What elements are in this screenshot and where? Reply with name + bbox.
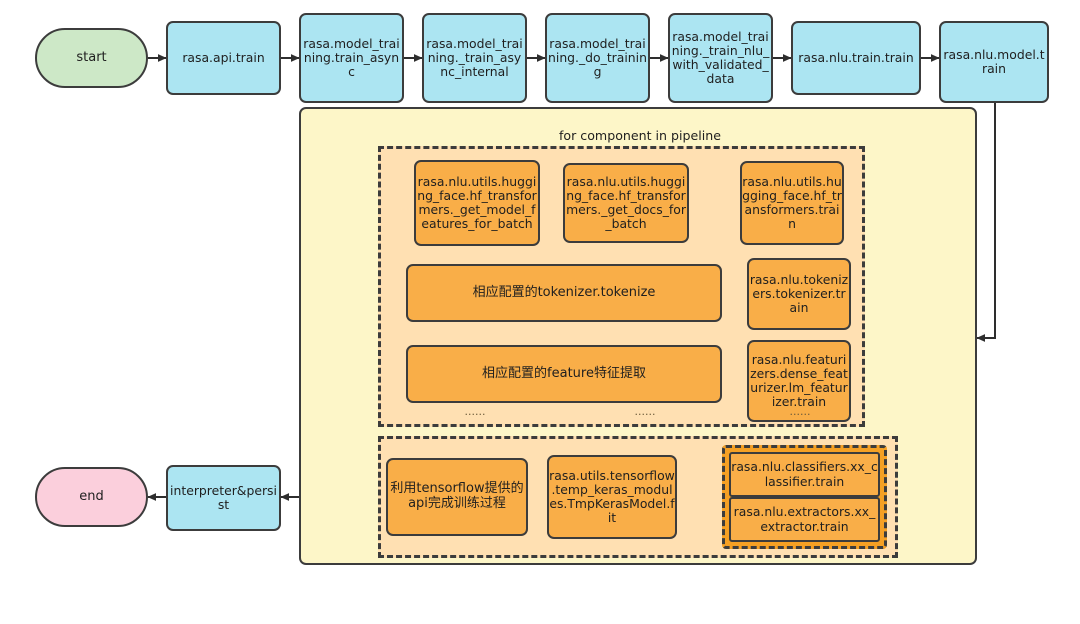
ellipsis-text: ...... bbox=[634, 405, 656, 418]
node-label: rasa.api.train bbox=[182, 49, 265, 65]
node-nlu-model-train[interactable]: rasa.nlu.model.train bbox=[939, 21, 1049, 103]
node-end[interactable]: end bbox=[35, 467, 148, 527]
node-label: rasa.model_training._train_nlu_with_vali… bbox=[671, 28, 770, 87]
edge-modeltrain-to-loop bbox=[976, 103, 996, 342]
node-xx-classifier-train[interactable]: rasa.nlu.classifiers.xx_classifier.train bbox=[729, 452, 880, 497]
ellipsis-text: ...... bbox=[789, 405, 811, 418]
node-start[interactable]: start bbox=[35, 28, 148, 88]
node-get-model-features-for-batch[interactable]: rasa.nlu.utils.hugging_face.hf_transform… bbox=[414, 160, 540, 246]
node-do-training[interactable]: rasa.model_training._do_training bbox=[545, 13, 650, 103]
node-label: 相应配置的tokenizer.tokenize bbox=[472, 284, 656, 300]
node-hf-transformers-train[interactable]: rasa.nlu.utils.hugging_face.hf_transform… bbox=[740, 161, 844, 245]
node-label: rasa.model_training._do_training bbox=[548, 35, 647, 80]
node-lm-featurizer-train[interactable]: rasa.nlu.featurizers.dense_featurizer.lm… bbox=[747, 340, 851, 422]
node-label: rasa.utils.tensorflow.temp_keras_modules… bbox=[549, 467, 675, 526]
node-tokenizer-tokenize-action[interactable]: 相应配置的tokenizer.tokenize bbox=[406, 264, 722, 322]
node-nlu-train-train[interactable]: rasa.nlu.train.train bbox=[791, 21, 921, 95]
node-label: rasa.nlu.extractors.xx_extractor.train bbox=[733, 504, 876, 534]
node-train-async[interactable]: rasa.model_training.train_async bbox=[299, 13, 404, 103]
node-tmp-keras-model-fit[interactable]: rasa.utils.tensorflow.temp_keras_modules… bbox=[547, 455, 677, 539]
node-get-docs-for-batch[interactable]: rasa.nlu.utils.hugging_face.hf_transform… bbox=[563, 163, 689, 243]
node-label: rasa.nlu.featurizers.dense_featurizer.lm… bbox=[750, 351, 848, 410]
node-label: rasa.nlu.classifiers.xx_classifier.train bbox=[731, 459, 878, 489]
node-interpreter-persist[interactable]: interpreter&persist bbox=[166, 465, 281, 531]
loop-label-line1: for component in pipeline bbox=[558, 127, 721, 143]
ellipsis-right: ...... bbox=[775, 405, 825, 418]
node-label: rasa.nlu.model.train bbox=[943, 46, 1045, 76]
node-tokenizer-train[interactable]: rasa.nlu.tokenizers.tokenizer.train bbox=[747, 258, 851, 330]
node-xx-extractor-train[interactable]: rasa.nlu.extractors.xx_extractor.train bbox=[729, 497, 880, 542]
ellipsis-middle: ...... bbox=[620, 405, 670, 418]
node-train-async-internal[interactable]: rasa.model_training._train_async_interna… bbox=[422, 13, 527, 103]
node-tensorflow-api-training[interactable]: 利用tensorflow提供的api完成训练过程 bbox=[386, 458, 528, 536]
node-end-label: end bbox=[79, 488, 104, 504]
node-label: rasa.nlu.utils.hugging_face.hf_transform… bbox=[417, 173, 537, 232]
node-label: rasa.nlu.tokenizers.tokenizer.train bbox=[749, 271, 849, 316]
ellipsis-text: ...... bbox=[464, 405, 486, 418]
node-label: 利用tensorflow提供的api完成训练过程 bbox=[390, 481, 524, 511]
node-feature-extraction-action[interactable]: 相应配置的feature特征提取 bbox=[406, 345, 722, 403]
node-label: rasa.nlu.train.train bbox=[798, 49, 914, 65]
node-label: rasa.model_training._train_async_interna… bbox=[426, 35, 523, 80]
node-label: 相应配置的feature特征提取 bbox=[482, 365, 646, 381]
ellipsis-left: ...... bbox=[450, 405, 500, 418]
node-rasa-api-train[interactable]: rasa.api.train bbox=[166, 21, 281, 95]
node-label: rasa.nlu.utils.hugging_face.hf_transform… bbox=[742, 173, 842, 232]
node-start-label: start bbox=[76, 49, 107, 65]
node-label: interpreter&persist bbox=[170, 482, 277, 512]
node-label: rasa.nlu.utils.hugging_face.hf_transform… bbox=[566, 173, 686, 232]
node-train-nlu-with-validated-data[interactable]: rasa.model_training._train_nlu_with_vali… bbox=[668, 13, 773, 103]
node-label: rasa.model_training.train_async bbox=[303, 35, 400, 80]
